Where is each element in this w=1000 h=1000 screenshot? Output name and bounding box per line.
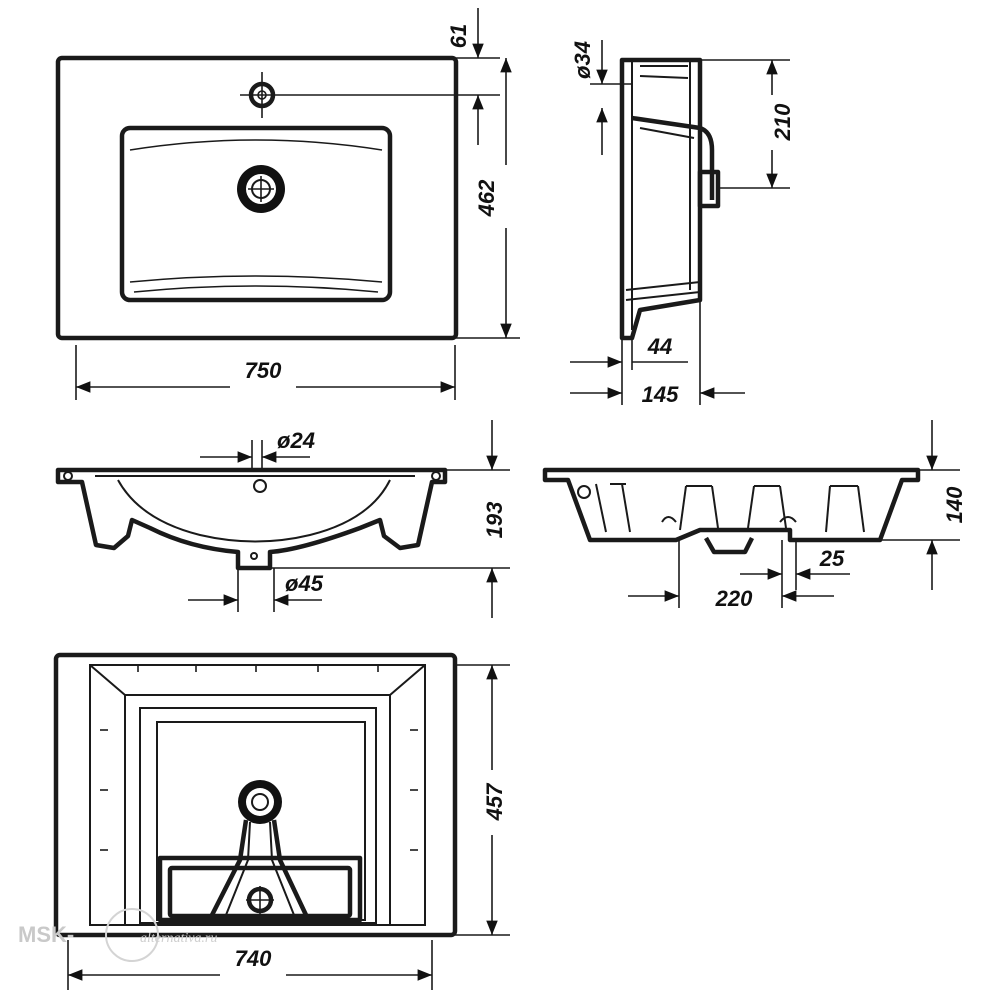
- front-section: ø24 193 ø45: [55, 420, 510, 618]
- top-view: 750 61 462: [55, 8, 520, 400]
- watermark: MSK- alternativa.ru: [18, 908, 217, 962]
- tap-hole-top: [240, 72, 500, 118]
- dim-side-height: 140: [942, 486, 967, 523]
- side-section: 140 220 25: [542, 420, 967, 611]
- bottom-view: 457 740: [53, 652, 510, 990]
- svg-text:MSK-: MSK-: [18, 922, 74, 947]
- dim-depth-bottom: 457: [482, 782, 507, 821]
- drain-top: [237, 165, 285, 213]
- dim-spacing: 220: [715, 586, 753, 611]
- side-view: ø34 210 44 145: [570, 40, 795, 407]
- dim-tap-hole: ø24: [277, 428, 315, 453]
- drain-bottom: [209, 780, 309, 917]
- dim-gap: 25: [819, 546, 845, 571]
- dim-width-bottom: 740: [235, 946, 272, 971]
- dim-rim-depth: 44: [647, 334, 672, 359]
- dim-hole-offset: 61: [446, 24, 471, 48]
- dim-drain-height: 210: [770, 103, 795, 141]
- dim-drain-diameter: ø34: [570, 41, 595, 79]
- dim-waste: ø45: [285, 571, 324, 596]
- dim-total-depth: 145: [642, 382, 679, 407]
- dim-width-top: 750: [245, 358, 282, 383]
- bowl-outline-top: [119, 125, 393, 303]
- basin-outline-top: [55, 55, 459, 341]
- dim-section-height: 193: [482, 502, 507, 539]
- svg-text:alternativa.ru: alternativa.ru: [140, 931, 217, 946]
- dim-depth-top: 462: [474, 179, 499, 217]
